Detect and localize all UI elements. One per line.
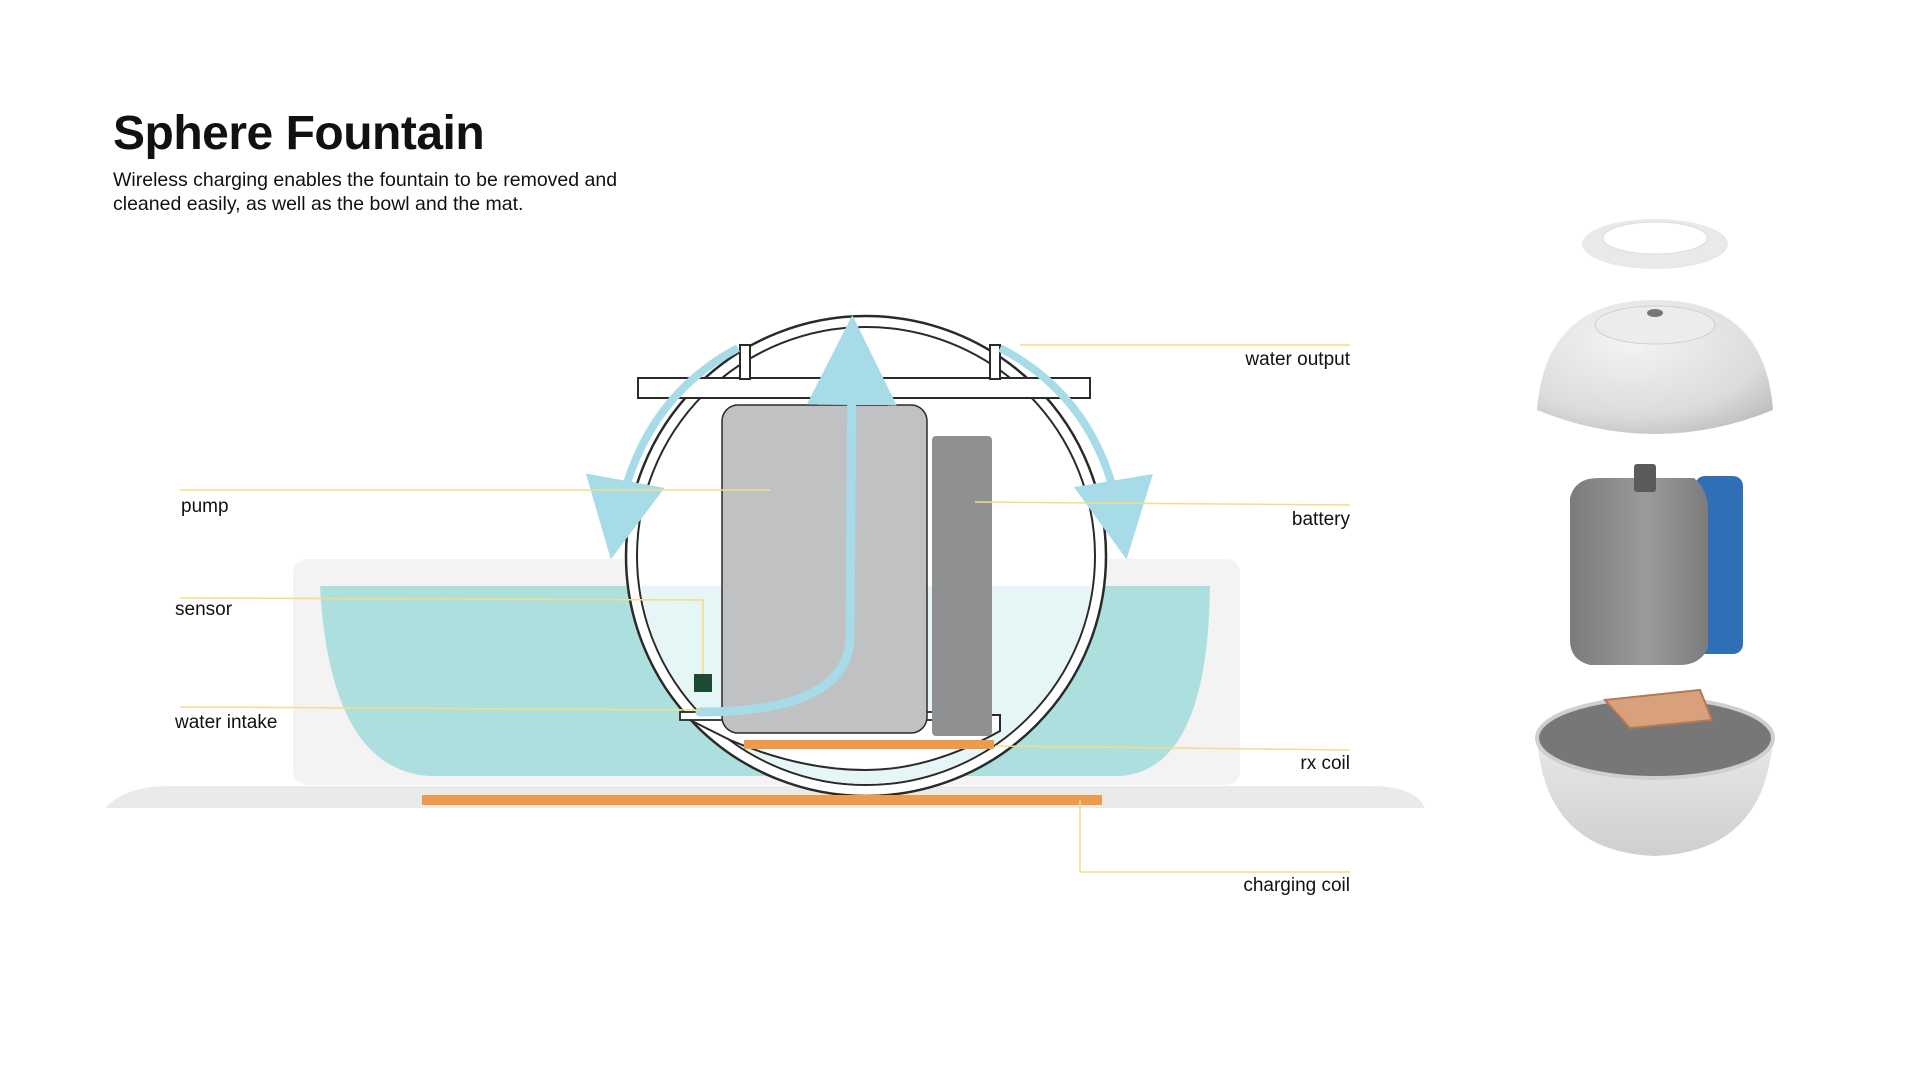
charging-coil-bar bbox=[422, 795, 1102, 805]
flow-path-main bbox=[695, 315, 897, 717]
top-partition bbox=[637, 377, 831, 399]
label-rx-coil: rx coil bbox=[1300, 753, 1350, 774]
cap-top bbox=[1602, 221, 1708, 255]
page-title: Sphere Fountain bbox=[113, 107, 485, 160]
subtitle-line-2: cleaned easily, as well as the bowl and … bbox=[113, 193, 524, 215]
leader-charging-coil bbox=[1079, 800, 1350, 873]
rx-coil-bar bbox=[744, 740, 994, 749]
exploded-view bbox=[1535, 219, 1775, 856]
label-water-output: water output bbox=[1245, 349, 1350, 370]
leader-intake bbox=[179, 706, 701, 711]
label-water-intake: water intake bbox=[175, 712, 278, 733]
subtitle-line-1: Wireless charging enables the fountain t… bbox=[113, 169, 618, 191]
exploded-rx-coil bbox=[1602, 688, 1714, 730]
label-battery: battery bbox=[1291, 509, 1350, 530]
upper-dome-hole bbox=[1647, 309, 1663, 317]
label-sensor: sensor bbox=[175, 599, 233, 620]
leader-battery bbox=[974, 501, 1351, 506]
page-subtitle: Wireless charging enables the fountain t… bbox=[113, 168, 733, 216]
flow-arrow-left bbox=[585, 344, 740, 560]
exploded-pump-nozzle bbox=[1634, 464, 1656, 492]
upper-dome bbox=[1537, 300, 1773, 434]
flow-arrow-right bbox=[998, 344, 1153, 560]
sensor-chip bbox=[694, 674, 712, 692]
battery-block bbox=[932, 436, 992, 736]
upper-dome-recess bbox=[1594, 305, 1716, 345]
leader-sensor bbox=[179, 597, 704, 674]
leader-rx-coil bbox=[994, 745, 1351, 751]
exploded-pump bbox=[1570, 478, 1708, 665]
label-charging-coil: charging coil bbox=[1243, 875, 1350, 896]
outlet-right bbox=[989, 344, 1001, 380]
label-pump: pump bbox=[181, 496, 229, 517]
leader-lines bbox=[179, 344, 1351, 873]
outlet-left bbox=[739, 344, 751, 380]
